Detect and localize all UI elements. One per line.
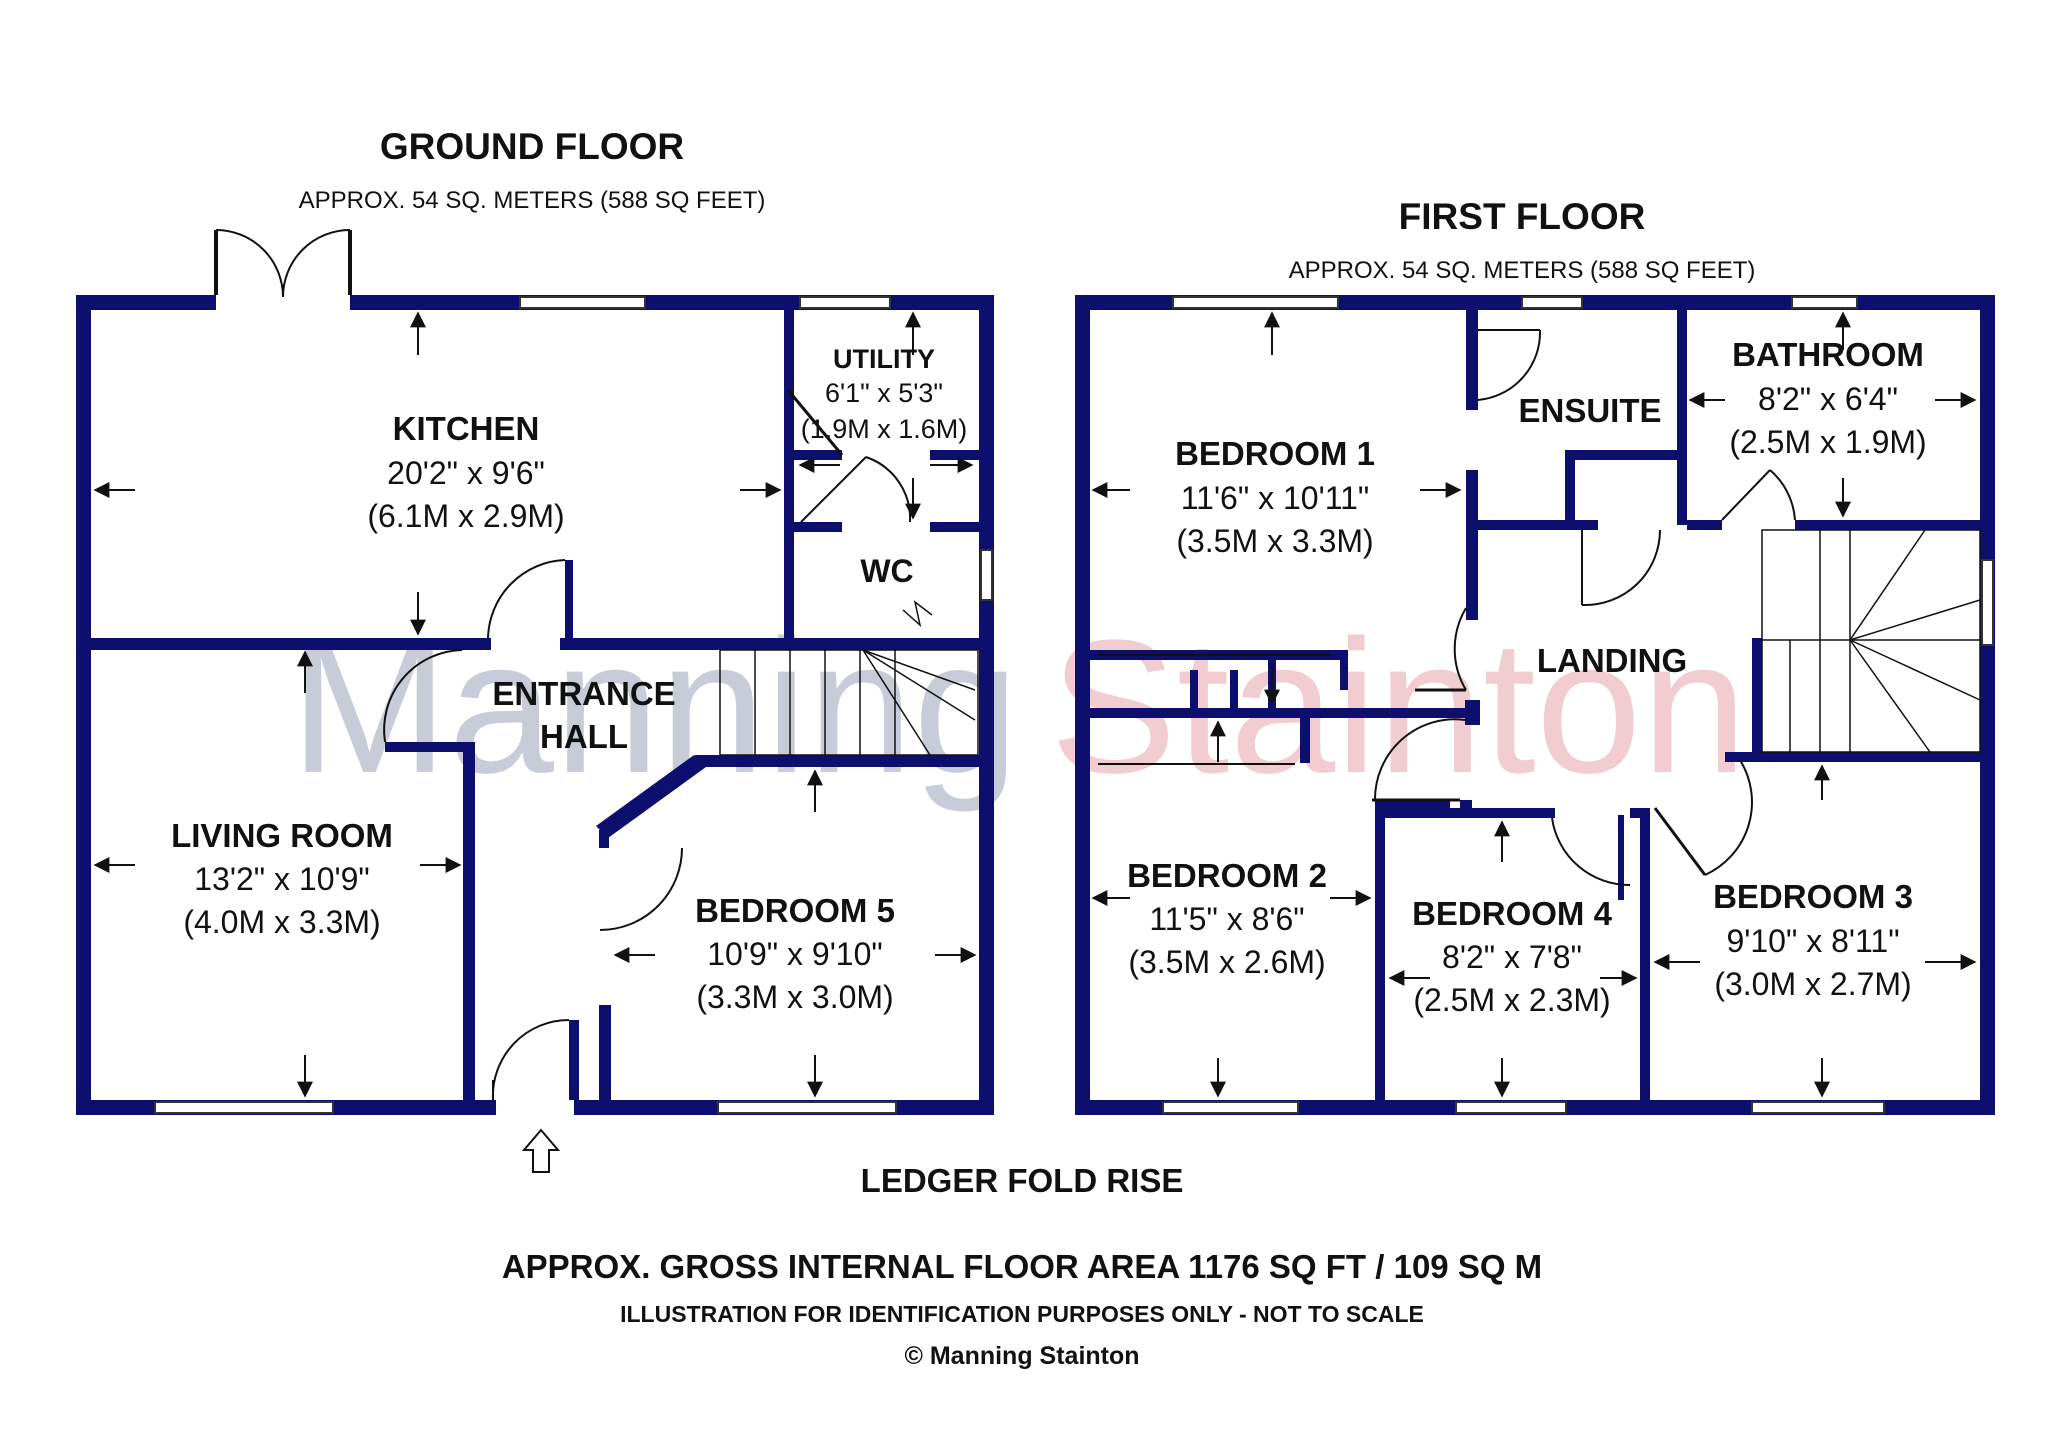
first-floor-dimension-arrows (1091, 311, 1977, 1098)
kitchen-label: KITCHEN (393, 410, 540, 447)
footer: LEDGER FOLD RISE APPROX. GROSS INTERNAL … (502, 1162, 1542, 1370)
first-floor-doors (1098, 329, 1796, 887)
bedroom5-imperial: 10'9" x 9'10" (707, 936, 883, 972)
bedroom1-label: BEDROOM 1 (1175, 435, 1375, 472)
first-floor-stairs (1761, 529, 1981, 753)
ground-floor-labels: GROUND FLOOR APPROX. 54 SQ. METERS (588 … (171, 126, 967, 1015)
first-floor-area: APPROX. 54 SQ. METERS (588 SQ FEET) (1289, 257, 1756, 284)
ground-floor-windows (154, 296, 993, 1114)
bedroom3-metric: (3.0M x 2.7M) (1714, 966, 1911, 1002)
bedroom3-imperial: 9'10" x 8'11" (1726, 923, 1899, 959)
copyright: © Manning Stainton (904, 1342, 1139, 1370)
bedroom4-metric: (2.5M x 2.3M) (1413, 982, 1610, 1018)
bedroom2-label: BEDROOM 2 (1127, 857, 1327, 894)
utility-metric: (1.9M x 1.6M) (801, 414, 968, 444)
ground-floor-title: GROUND FLOOR (380, 126, 684, 167)
living-room-imperial: 13'2" x 10'9" (194, 861, 370, 897)
bedroom4-label: BEDROOM 4 (1412, 895, 1613, 932)
street-name: LEDGER FOLD RISE (861, 1162, 1184, 1199)
landing-label: LANDING (1537, 642, 1687, 679)
ground-floor-dimension-arrows (93, 311, 977, 1098)
first-floor-labels: FIRST FLOOR APPROX. 54 SQ. METERS (588 S… (1127, 196, 1927, 1018)
bathroom-label: BATHROOM (1732, 336, 1924, 373)
disclaimer: ILLUSTRATION FOR IDENTIFICATION PURPOSES… (620, 1301, 1424, 1327)
ground-floor-stairs (719, 600, 979, 756)
gross-area: APPROX. GROSS INTERNAL FLOOR AREA 1176 S… (502, 1248, 1542, 1285)
bedroom2-metric: (3.5M x 2.6M) (1128, 944, 1325, 980)
bedroom1-metric: (3.5M x 3.3M) (1176, 523, 1373, 559)
entrance-arrow-icon (521, 1128, 561, 1173)
living-room-metric: (4.0M x 3.3M) (183, 904, 380, 940)
living-room-label: LIVING ROOM (171, 817, 393, 854)
first-floor-windows (1162, 296, 1994, 1114)
utility-label: UTILITY (833, 344, 935, 374)
first-floor-title: FIRST FLOOR (1399, 196, 1646, 237)
ground-floor-area: APPROX. 54 SQ. METERS (588 SQ FEET) (299, 187, 766, 214)
utility-imperial: 6'1" x 5'3" (825, 378, 943, 408)
ensuite-label: ENSUITE (1518, 392, 1661, 429)
bathroom-metric: (2.5M x 1.9M) (1729, 424, 1926, 460)
watermark: Manning Stainton (290, 601, 1747, 813)
kitchen-metric: (6.1M x 2.9M) (367, 498, 564, 534)
first-floor-walls (1075, 295, 1995, 1115)
bedroom4-imperial: 8'2" x 7'8" (1442, 939, 1582, 975)
entrance-hall-label-2: HALL (540, 718, 628, 755)
watermark-stainton: Stainton (1050, 601, 1747, 813)
bedroom2-imperial: 11'5" x 8'6" (1149, 901, 1304, 937)
entrance-hall-label-1: ENTRANCE (492, 675, 675, 712)
bathroom-imperial: 8'2" x 6'4" (1758, 381, 1898, 417)
bedroom5-label: BEDROOM 5 (695, 892, 895, 929)
bedroom5-metric: (3.3M x 3.0M) (696, 979, 893, 1015)
kitchen-imperial: 20'2" x 9'6" (387, 455, 545, 491)
watermark-manning: Manning (290, 601, 1019, 813)
wc-label: WC (860, 553, 913, 589)
bedroom3-label: BEDROOM 3 (1713, 878, 1913, 915)
bedroom1-imperial: 11'6" x 10'11" (1181, 480, 1370, 516)
